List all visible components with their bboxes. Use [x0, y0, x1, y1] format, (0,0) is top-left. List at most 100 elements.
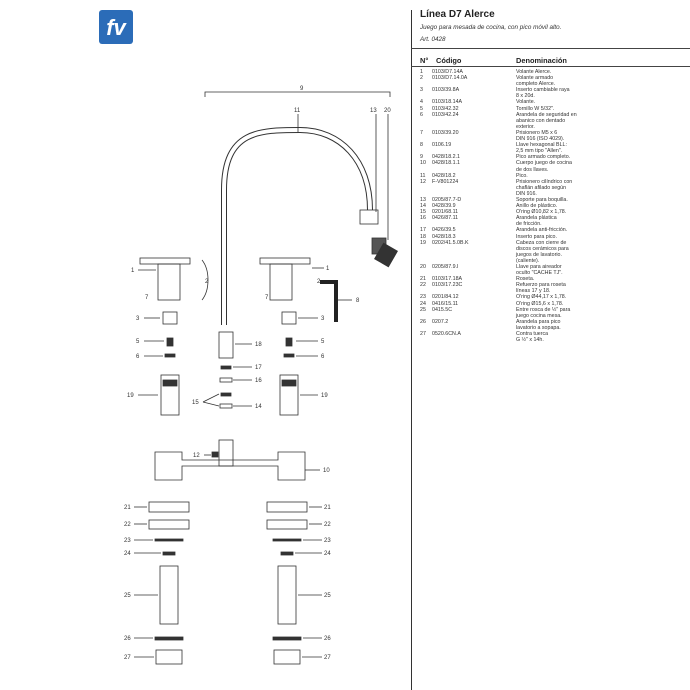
logo-text: fv	[106, 15, 127, 40]
callout-6-right: 6	[321, 354, 325, 360]
spout-inner	[222, 127, 372, 325]
part-number: 19	[420, 239, 426, 246]
right-handle-body	[269, 263, 293, 301]
right-cartridge-band	[281, 379, 297, 387]
part-name: O'ring Ø10,82 x 1,78.	[516, 209, 567, 216]
part-number: 12	[420, 178, 426, 185]
callout-17: 17	[255, 365, 262, 371]
callout-5: 5	[136, 339, 140, 345]
ring-14	[219, 403, 233, 409]
part-number: 5	[420, 105, 423, 112]
callout-5-right: 5	[321, 339, 325, 345]
part-number: 10	[420, 160, 426, 167]
faucet-body	[154, 451, 306, 481]
part-name: Anillo de plástico.	[516, 203, 558, 210]
article-number: Art. 0428	[420, 36, 446, 43]
part-number: 23	[420, 294, 426, 301]
part-code: 0428/18.2	[432, 172, 456, 179]
left-oring-23	[154, 538, 184, 542]
right-washer-6	[283, 353, 295, 358]
left-handle-body	[157, 263, 181, 301]
callout-19-right: 19	[321, 393, 328, 399]
callout-10: 10	[323, 468, 330, 474]
part-code: 0207.2	[432, 318, 449, 325]
callout-25: 25	[124, 593, 131, 599]
callout-20: 20	[384, 108, 391, 114]
callout-18: 18	[255, 342, 262, 348]
part-code: 0416/15.11	[432, 300, 459, 307]
part-name: O'ring Ø44,17 x 1,78.	[516, 294, 567, 301]
callout-21: 21	[124, 505, 131, 511]
right-threaded-pipe-25	[277, 565, 297, 625]
left-handle-top	[139, 257, 191, 265]
setscrew-12	[211, 451, 219, 458]
callout-26: 26	[124, 636, 131, 642]
right-rosette-21	[266, 501, 308, 513]
part-number: 22	[420, 282, 426, 289]
right-reinforcement-22	[266, 519, 308, 530]
left-rosette-21	[148, 501, 190, 513]
col-header-number: N°	[420, 56, 429, 65]
part-number: 11	[420, 172, 426, 179]
callout-1: 1	[131, 268, 135, 274]
part-number: 21	[420, 276, 426, 283]
callout-19: 19	[127, 393, 134, 399]
page-subtitle: Juego para mesada de cocina, con pico mó…	[420, 24, 562, 31]
part-name: Roseta.	[516, 276, 535, 283]
part-number: 1	[420, 69, 423, 75]
part-name: Arandela de seguridad en abanico con den…	[516, 111, 577, 130]
part-number: 20	[420, 264, 426, 270]
exploded-drawing: 9 11 13 20 1 1 7 7 2 2 8 3 3 5 5 6 6 19 …	[124, 86, 398, 665]
part-name: Cuerpo juego de cocina de dos llaves.	[516, 160, 572, 173]
part-number: 17	[420, 227, 426, 234]
bracket-2-left	[201, 259, 209, 301]
right-cartridge	[279, 374, 299, 416]
part-name: Prisionero M5 x 6 DIN 916 (ISO 4029).	[516, 129, 565, 143]
callout-24: 24	[124, 551, 131, 557]
part-code: 0428/18.2.1	[432, 154, 460, 161]
part-code: 0103/17.18A	[432, 276, 463, 283]
callout-7: 7	[145, 295, 149, 301]
right-oring-24	[280, 551, 294, 556]
left-threaded-pipe-25	[159, 565, 179, 625]
callout-2: 2	[205, 279, 209, 285]
left-cartridge-19	[160, 374, 180, 416]
leader-15a	[202, 393, 220, 403]
part-number: 25	[420, 306, 426, 313]
part-code: 0103/17.23C	[432, 282, 463, 289]
part-code: 0103/D7.14A	[432, 69, 463, 75]
leader-15b	[202, 401, 220, 407]
logo-background	[99, 10, 133, 44]
table-header-rule	[411, 66, 690, 67]
part-name: Arandela para pico lavatorio a sopapa.	[516, 318, 561, 331]
left-washer-6	[164, 353, 176, 358]
col-header-code: Código	[436, 56, 462, 65]
callout-3: 3	[136, 316, 140, 322]
right-nut-27	[273, 649, 301, 665]
left-insert-3	[162, 311, 178, 325]
callout-12: 12	[193, 453, 200, 459]
part-name: Entre rosca de ½" para juego cocina mesa…	[516, 306, 571, 319]
left-screw-5	[166, 337, 174, 347]
part-number: 4	[420, 99, 423, 106]
part-number: 13	[420, 196, 426, 203]
part-name: Arandela plástica de fricción.	[516, 215, 557, 228]
part-code: 0202/41.5.0B.K	[432, 239, 469, 246]
left-cartridge-band	[162, 379, 178, 387]
left-nut-27	[155, 649, 183, 665]
col-header-name: Denominación	[516, 56, 567, 65]
part-name: Contra tuerca G ½" x 14h.	[516, 331, 549, 344]
part-name: Inserto cambiable raya 8 x 20d.	[516, 87, 570, 100]
